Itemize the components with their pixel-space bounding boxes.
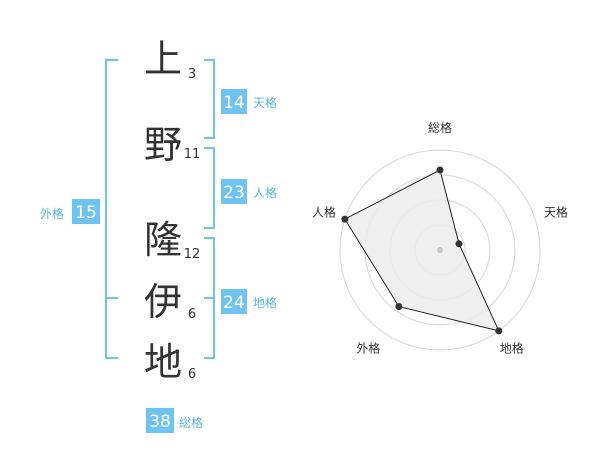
radar-axis-label-1: 総格 [428, 120, 452, 135]
radar-point-5 [341, 215, 349, 223]
radar-point-3 [495, 327, 503, 335]
radar-points [341, 166, 503, 335]
gaikaku-bracket [105, 59, 118, 359]
gaikaku-badge: 外格 15 [40, 199, 100, 224]
gaikaku-label: 外格 [40, 206, 64, 221]
tenkaku-label: 天格 [253, 95, 277, 110]
chikaku-value: 24 [223, 293, 245, 313]
radar-ring-4 [339, 149, 541, 351]
radar-axis-label-5: 人格 [312, 204, 336, 219]
jinkaku-label: 人格 [253, 185, 277, 200]
jinkaku-value: 23 [223, 183, 245, 203]
stroke-count-2: 11 [184, 147, 201, 162]
stroke-count-5: 6 [188, 367, 196, 382]
radar-point-2 [455, 240, 463, 248]
radar-axis-label-3: 地格 [500, 341, 524, 356]
name-char-3: 隆 [144, 218, 182, 262]
name-char-1: 上 [144, 37, 182, 81]
radar-center-dot [437, 247, 443, 253]
tenkaku-bracket [204, 59, 215, 139]
name-char-5: 地 [144, 340, 182, 384]
radar-point-4 [395, 303, 403, 311]
chikaku-label: 地格 [253, 295, 277, 310]
radar-axis-label-2: 天格 [544, 204, 568, 219]
chikaku-badge: 24 地格 [221, 289, 277, 314]
brackets [105, 59, 215, 359]
stroke-count-1: 3 [188, 67, 196, 82]
jinkaku-badge: 23 人格 [221, 179, 277, 204]
radar-point-1 [436, 166, 444, 174]
soukaku-badge: 38 総格 [146, 408, 203, 433]
tenkaku-badge: 14 天格 [221, 89, 277, 114]
name-char-2: 野 [144, 123, 182, 167]
soukaku-label: 総格 [179, 415, 203, 430]
name-column: 上 3 野 11 隆 12 伊 6 地 6 [144, 37, 200, 384]
soukaku-value: 38 [149, 412, 171, 432]
name-char-4: 伊 [144, 280, 182, 324]
chikaku-bracket [204, 237, 215, 359]
jinkaku-bracket [204, 147, 215, 229]
radar-axis-label-4: 外格 [356, 341, 380, 356]
radar-series [344, 169, 500, 332]
gaikaku-value: 15 [75, 203, 97, 223]
tenkaku-value: 14 [223, 93, 245, 113]
stroke-count-4: 6 [188, 307, 196, 322]
stroke-count-3: 12 [184, 247, 201, 262]
